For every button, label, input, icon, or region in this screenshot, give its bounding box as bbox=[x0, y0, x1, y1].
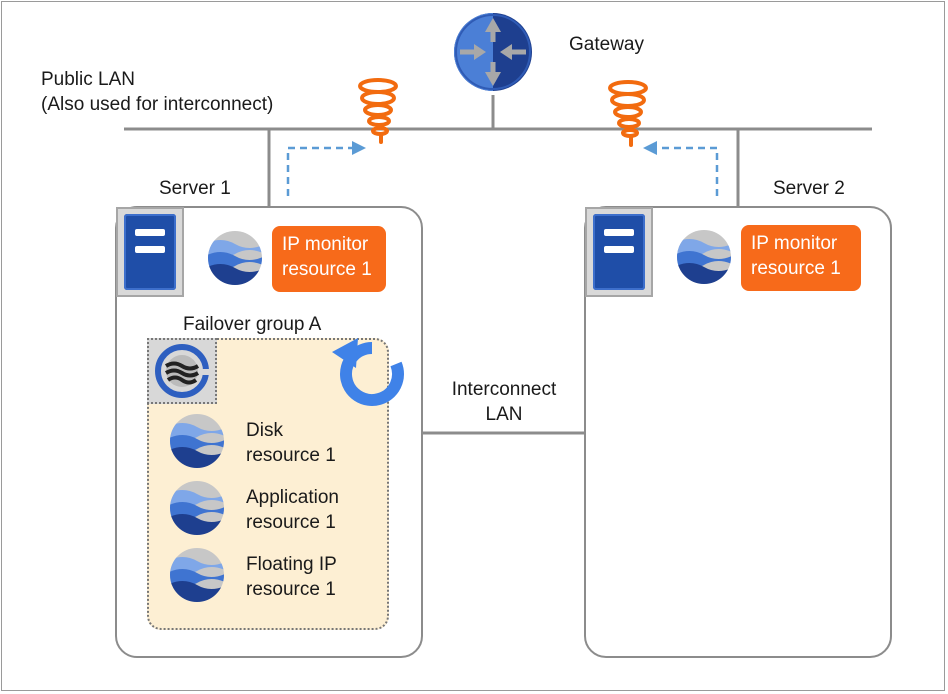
disk-resource-icon bbox=[170, 414, 224, 468]
floating-ip-resource-line2: resource 1 bbox=[246, 579, 336, 600]
application-resource-line1: Application bbox=[246, 487, 339, 508]
ip-monitor-resource-server1: IP monitor resource 1 bbox=[272, 226, 386, 292]
monitor-arrowhead-server1 bbox=[352, 141, 366, 155]
gateway-router-icon bbox=[454, 13, 532, 91]
application-resource-line2: resource 1 bbox=[246, 512, 336, 533]
monitor-arrowhead-server2 bbox=[643, 141, 657, 155]
application-resource-icon bbox=[170, 481, 224, 535]
ip-monitor-line1: IP monitor bbox=[751, 233, 838, 254]
interconnect-label: Interconnect bbox=[451, 379, 557, 400]
failure-icon-left bbox=[358, 78, 398, 144]
failure-icon-right bbox=[608, 80, 648, 147]
server1-label: Server 1 bbox=[159, 178, 231, 199]
ip-monitor-line2: resource 1 bbox=[751, 258, 841, 279]
floating-ip-resource-icon bbox=[170, 548, 224, 602]
server1-icon bbox=[116, 207, 184, 297]
monitor-arrow-server2 bbox=[657, 146, 719, 196]
public-lan-sublabel: (Also used for interconnect) bbox=[41, 94, 274, 115]
disk-resource-line1: Disk bbox=[246, 420, 283, 441]
monitor-arrow-server1 bbox=[286, 146, 352, 196]
interconnect-sublabel: LAN bbox=[485, 404, 523, 425]
disk-resource-line2: resource 1 bbox=[246, 445, 336, 466]
server2-icon bbox=[585, 207, 653, 297]
server2-label: Server 2 bbox=[773, 178, 845, 199]
gateway-label: Gateway bbox=[569, 34, 644, 55]
failover-cycle-icon bbox=[332, 338, 404, 406]
failover-group-icon bbox=[147, 338, 217, 404]
public-lan-label: Public LAN bbox=[41, 69, 135, 90]
monitor-resource-icon-server1 bbox=[208, 231, 262, 285]
ip-monitor-line1: IP monitor bbox=[282, 234, 369, 255]
ip-monitor-line2: resource 1 bbox=[282, 259, 372, 280]
floating-ip-resource-line1: Floating IP bbox=[246, 554, 337, 575]
failover-group-label: Failover group A bbox=[183, 314, 322, 335]
monitor-resource-icon-server2 bbox=[677, 230, 731, 284]
ip-monitor-resource-server2: IP monitor resource 1 bbox=[741, 225, 861, 291]
